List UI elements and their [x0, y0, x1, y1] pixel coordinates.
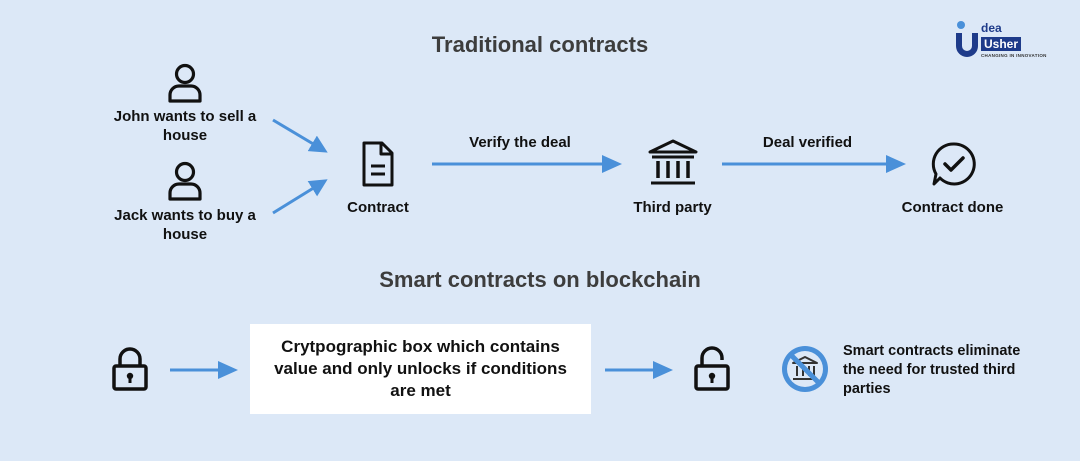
- lock-open-icon: [694, 346, 730, 391]
- logo-u-icon: [956, 21, 978, 57]
- logo-word-idea: dea: [981, 21, 1002, 35]
- chat-check-icon: [931, 142, 976, 186]
- contract-done-label: Contract done: [901, 199, 1004, 216]
- smart-title: Smart contracts on blockchain: [379, 267, 701, 292]
- person-john-icon: [168, 63, 202, 103]
- deal-verified-arrow: [722, 155, 906, 173]
- lock-to-box-arrow: [170, 361, 238, 379]
- idea-usher-logo: dea Usher CHANGING IN INNOVATION: [953, 20, 1053, 60]
- contract-label: Contract: [347, 199, 409, 216]
- third-party-label: Third party: [633, 199, 712, 216]
- verify-deal-label: Verify the deal: [469, 134, 571, 151]
- deal-verified-label: Deal verified: [762, 134, 853, 151]
- document-icon: [362, 141, 394, 187]
- lock-closed-icon: [112, 347, 148, 391]
- arrow-john-to-contract: [272, 118, 328, 153]
- person-jack-icon: [168, 161, 202, 201]
- party-to-contract-arrows: [272, 118, 328, 215]
- no-third-party-note: Smart contracts eliminate the need for t…: [843, 343, 1021, 397]
- cryptographic-box-text: Crytpographic box which contains value a…: [274, 337, 567, 400]
- cryptographic-box: Crytpographic box which contains value a…: [250, 324, 591, 414]
- logo-word-usher: Usher: [981, 37, 1022, 51]
- no-bank-icon: [782, 346, 828, 392]
- bank-icon: [648, 139, 698, 185]
- traditional-title: Traditional contracts: [431, 32, 649, 57]
- party-jack-label: Jack wants to buy a house: [114, 207, 256, 243]
- logo-tagline: CHANGING IN INNOVATION: [981, 53, 1047, 58]
- box-to-unlock-arrow: [605, 361, 673, 379]
- arrow-jack-to-contract: [272, 179, 328, 215]
- verify-deal-arrow: [432, 155, 622, 173]
- party-john-label: John wants to sell a house: [113, 108, 257, 144]
